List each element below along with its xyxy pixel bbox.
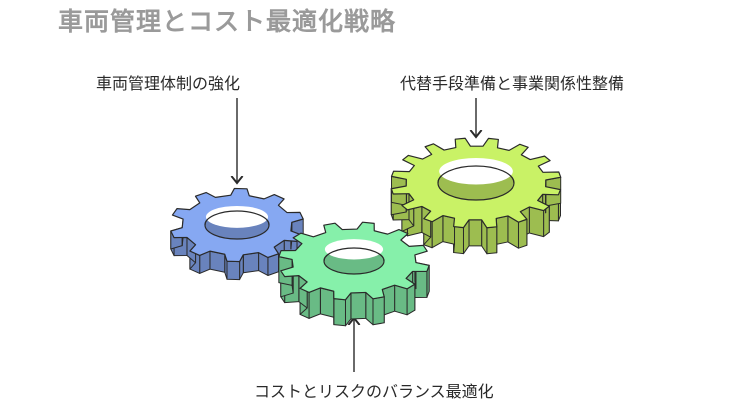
gear-vehicle — [170, 187, 304, 281]
gear-backup — [390, 137, 562, 255]
label-cost-risk: コストとリスクのバランス最適化 — [254, 382, 494, 401]
label-backup-business: 代替手段準備と事業関係性整備 — [400, 74, 625, 93]
label-vehicle-management: 車両管理体制の強化 — [96, 74, 241, 93]
gear-cost — [278, 221, 430, 327]
diagram-title: 車両管理とコスト最適化戦略 — [58, 7, 397, 36]
